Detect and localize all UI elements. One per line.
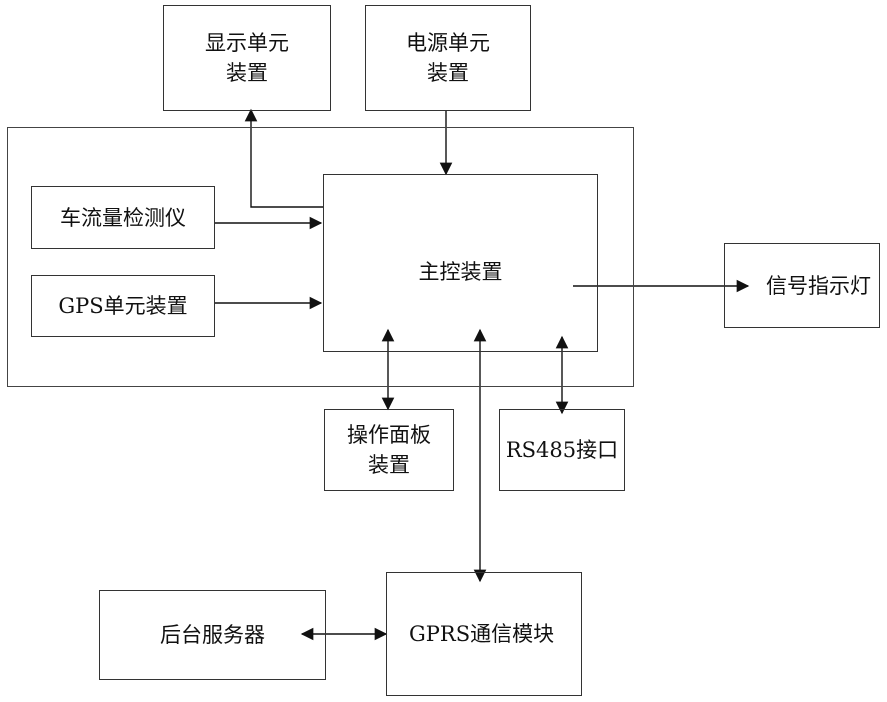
gps-unit-label: GPS单元装置	[58, 291, 187, 321]
backend-server-label: 后台服务器	[160, 620, 265, 650]
display-unit-label: 显示单元 装置	[205, 28, 289, 88]
operation-panel-box: 操作面板 装置	[324, 409, 454, 491]
gprs-module-box: GPRS通信模块	[386, 572, 582, 696]
main-control-box: 主控装置	[323, 174, 598, 352]
display-unit-box: 显示单元 装置	[163, 5, 331, 111]
backend-server-box: 后台服务器	[99, 590, 326, 680]
traffic-detector-label: 车流量检测仪	[60, 203, 186, 233]
gprs-module-label: GPRS通信模块	[409, 619, 554, 649]
power-unit-label: 电源单元 装置	[406, 28, 490, 88]
gps-unit-box: GPS单元装置	[31, 275, 215, 337]
rs485-interface-box: RS485接口	[499, 409, 625, 491]
signal-light-box: 信号指示灯	[724, 243, 880, 328]
traffic-detector-box: 车流量检测仪	[31, 186, 215, 249]
rs485-interface-label: RS485接口	[506, 435, 618, 465]
operation-panel-label: 操作面板 装置	[347, 420, 431, 480]
main-control-label: 主控装置	[419, 257, 503, 287]
power-unit-box: 电源单元 装置	[365, 5, 531, 111]
signal-light-label: 信号指示灯	[766, 271, 871, 301]
